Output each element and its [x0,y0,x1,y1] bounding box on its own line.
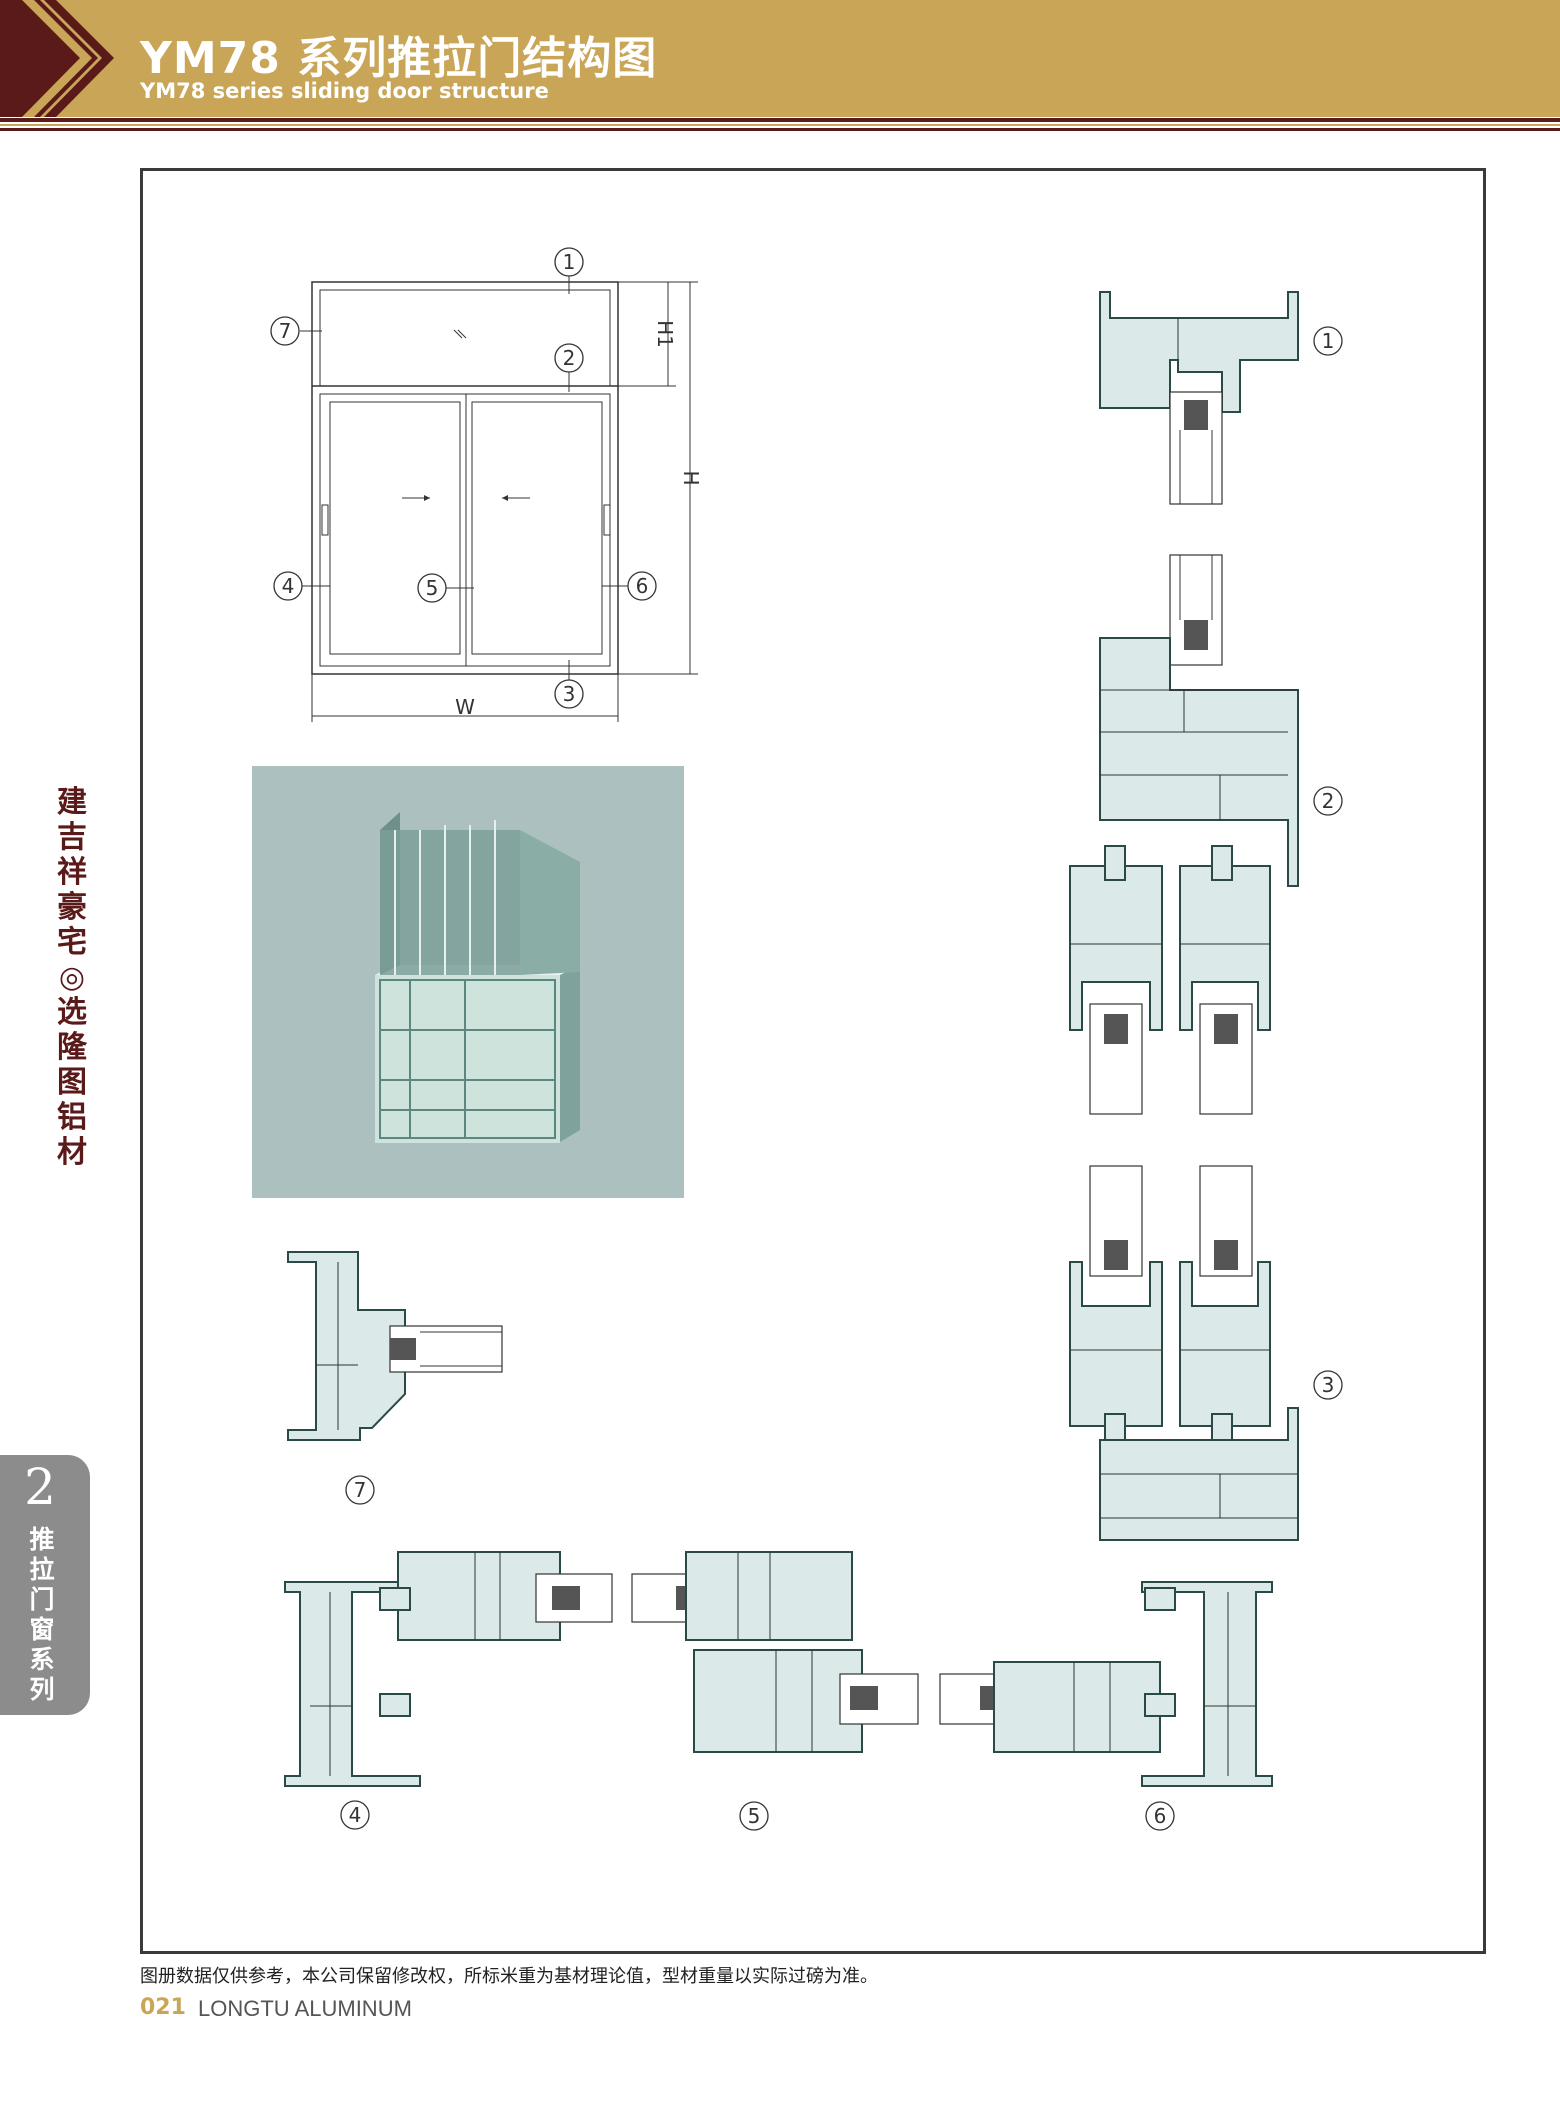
section-7-jamb: 7 [287,1251,503,1505]
section-label-2: 2 [1322,789,1335,813]
callout-3: 3 [563,682,576,706]
dim-width-label: W [455,695,475,719]
callout-7: 7 [279,319,292,343]
dim-height-label: H [679,470,703,485]
callout-6: 6 [636,574,649,598]
page-number: 021 [140,1995,186,2020]
drawing-frame [140,168,1486,1954]
section-label-6: 6 [1154,1804,1167,1828]
chapter-number: 2 [24,1458,56,1516]
side-brand-text: 建吉祥豪宅◎选隆图铝材 [57,785,87,1170]
section-label-7: 7 [354,1478,367,1502]
callout-2: 2 [563,346,576,370]
section-label-4: 4 [349,1803,362,1827]
header-banner [0,0,1560,117]
header-divider [0,118,1560,136]
profile-3d-render [252,766,684,1198]
section-label-1: 1 [1322,329,1335,353]
section-2-transom: 2 [1069,554,1343,1115]
section-label-5: 5 [748,1804,761,1828]
dim-top-height-label: H1 [653,320,677,348]
company-name: LONGTU ALUMINUM [198,1996,412,2021]
disclaimer-note: 图册数据仅供参考，本公司保留修改权，所标米重为基材理论值，型材重量以实际过磅为准… [140,1966,878,1987]
section-label-3: 3 [1322,1373,1335,1397]
door-elevation: W H H1 1 2 3 4 5 6 7 [270,247,703,722]
section-4-side: 4 [284,1551,613,1830]
chevron-logo-icon [0,0,114,117]
section-6-side: 6 [939,1581,1273,1831]
callout-5: 5 [426,576,439,600]
chapter-tab [0,1455,90,1715]
section-1-head: 1 [1099,291,1343,505]
callout-1: 1 [563,250,576,274]
section-5-interlock: 5 [631,1551,919,1831]
callout-4: 4 [282,574,295,598]
page-title: YM78 系列推拉门结构图 [140,33,658,84]
section-3-sill: 3 [1069,1165,1343,1541]
chapter-title: 推拉门窗系列 [29,1525,55,1704]
page-subtitle: YM78 series sliding door structure [140,79,549,103]
